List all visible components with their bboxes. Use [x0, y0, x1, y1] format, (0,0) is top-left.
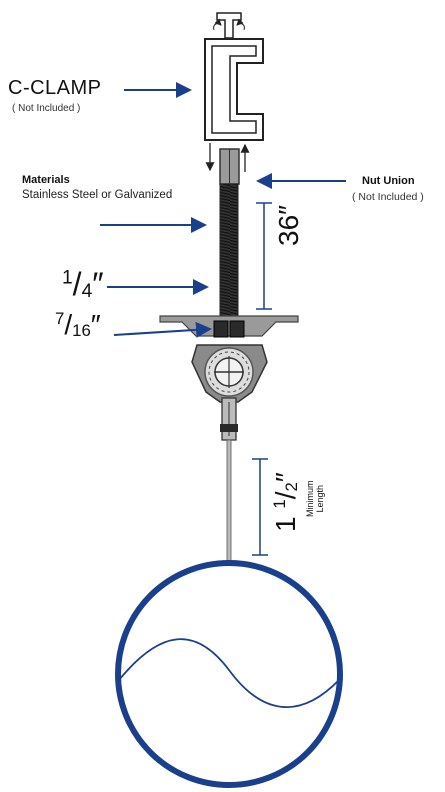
mounting-plate-icon — [159, 315, 299, 337]
nut-size-numerator: 7 — [55, 309, 65, 328]
nut-union-label: Nut Union — [362, 175, 415, 187]
materials-value: Stainless Steel or Galvanized — [22, 189, 173, 201]
min-length-denominator: 2 — [281, 482, 301, 492]
rod-diameter-inch-mark: ″ — [92, 266, 104, 302]
nut-size-label: 7/16″ — [55, 309, 101, 341]
rod-length-dimension-icon — [256, 202, 272, 310]
roller-hanger-icon — [191, 344, 268, 403]
min-length-line1: Minimum — [305, 480, 315, 517]
hex-nut-icon — [213, 320, 245, 338]
min-length-dimension-icon — [252, 458, 268, 556]
min-length-value-label: 1 1/2″ — [270, 472, 302, 532]
rod-length-label: 36″ — [273, 204, 304, 246]
threaded-rod-icon — [219, 183, 239, 317]
rod-diameter-numerator: 1 — [62, 267, 73, 289]
nut-union-note: ( Not Included ) — [352, 191, 424, 203]
min-length-numerator: 1 — [270, 499, 289, 509]
nut-size-denominator: 16 — [72, 320, 91, 340]
pipe-icon — [115, 560, 343, 788]
min-length-line2: Length — [315, 484, 326, 513]
hanger-wire-icon — [226, 439, 232, 563]
c-clamp-label: C-CLAMP — [8, 77, 102, 99]
c-clamp-note: ( Not Included ) — [12, 103, 81, 114]
nut-union-icon — [219, 148, 240, 185]
c-clamp-icon — [204, 12, 264, 141]
rod-diameter-label: 1/4″ — [62, 266, 104, 302]
eye-link-icon — [220, 397, 238, 441]
rod-diameter-denominator: 4 — [81, 280, 93, 302]
nut-size-arrow-icon — [113, 321, 212, 338]
materials-title: Materials — [22, 174, 70, 186]
min-length-inch-mark: ″ — [270, 472, 302, 483]
nut-size-inch-mark: ″ — [90, 309, 101, 341]
min-length-whole: 1 — [270, 516, 302, 532]
